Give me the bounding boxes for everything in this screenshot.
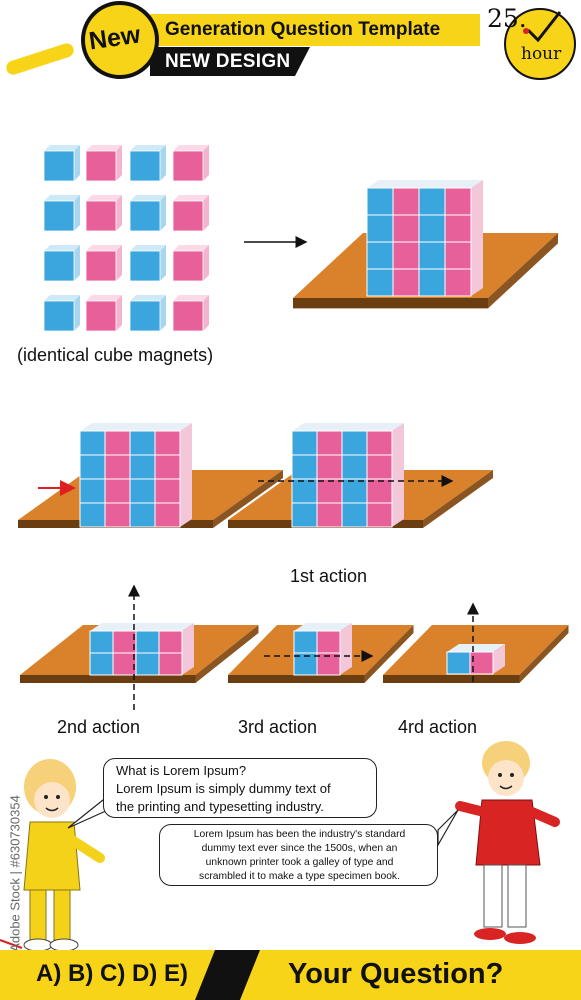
bubble-tail-right [437,809,459,848]
cubes-caption: (identical cube magnets) [17,345,214,365]
page-title: Generation Question Template [165,19,441,40]
bubble-right-line-1: Lorem Ipsum has been the industry's stan… [193,829,406,840]
footer-divider [195,950,260,1000]
block-action-2 [20,584,259,710]
clock-number: 25. [487,4,527,33]
boy-left-illustration [0,759,105,950]
title-bar [150,14,480,46]
boy-right-illustration [455,741,560,944]
bubble-left-line-3: the printing and typesetting industry. [116,799,324,814]
action-4-label: 4rd action [398,717,478,737]
question-figure [0,144,569,950]
bubble-right-line-2: dummy text ever since the 1500s, when an [201,843,398,854]
bubble-left-line-2: Lorem Ipsum is simply dummy text of [116,781,331,796]
clock-face [504,8,576,80]
header: New Generation Question Template NEW DES… [0,0,581,80]
check-icon [526,11,562,43]
loose-cubes-grid [43,144,210,332]
subtitle-bar [150,47,310,76]
block-start [18,423,283,528]
footer-question-bar [235,950,581,1000]
bubble-tail-left [67,799,109,829]
clock-dot [523,28,529,34]
magnifier-lens [81,1,159,79]
action-3-label: 3rd action [238,717,318,737]
page-subtitle: NEW DESIGN [165,51,291,72]
block-action-3 [228,623,414,683]
assembled-block-top [293,180,558,309]
bubble-right-line-4: scrambled it to make a type specimen boo… [199,871,400,882]
bubble-right-line-3: unknown printer took a galley of type an… [205,857,394,868]
question-prompt: Your Question? [288,958,504,990]
action-2-label: 2nd action [57,717,141,737]
speech-bubble-right: Lorem Ipsum has been the industry's stan… [159,824,438,886]
block-action-1 [228,423,493,528]
bubble-left-line-1: What is Lorem Ipsum? [116,763,247,778]
header-graphics [6,1,576,80]
magnifier-handle [6,43,74,75]
block-action-4 [383,602,569,683]
answer-options[interactable]: A) B) C) D) E) [36,960,188,987]
action-1-label: 1st action [290,566,368,586]
clock-unit: hour [521,44,562,64]
footer-answers-bar [0,950,235,1000]
speech-bubble-left: What is Lorem Ipsum? Lorem Ipsum is simp… [103,758,377,818]
